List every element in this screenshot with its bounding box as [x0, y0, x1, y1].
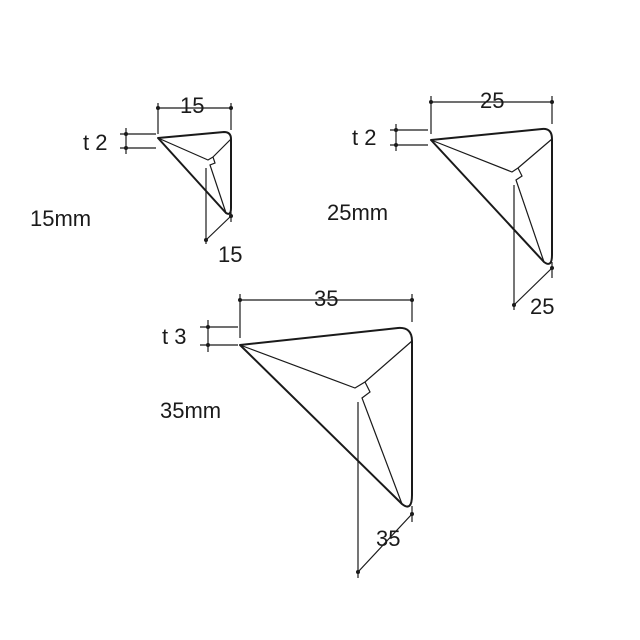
corner-15-size-label: 15mm [30, 206, 91, 231]
corner-35-size-label: 35mm [160, 398, 221, 423]
corner-35-fold [239, 340, 413, 505]
corner-15mm: 15 t 2 15mm 15 [30, 93, 242, 267]
corner-25-body [430, 127, 553, 265]
corner-25-size-label: 25mm [327, 200, 388, 225]
corner-25-width-label: 25 [480, 88, 504, 113]
corner-15-fold [157, 137, 232, 214]
corner-35-width-label: 35 [314, 286, 338, 311]
corner-15-depth-label: 15 [218, 242, 242, 267]
corner-25-fold [430, 138, 553, 263]
corner-35-thickness-dimension [200, 320, 238, 352]
corner-25mm: 25 t 2 25mm 25 [327, 88, 554, 319]
corner-25-thickness-label: t 2 [352, 125, 376, 150]
corner-25-depth-label: 25 [530, 294, 554, 319]
corner-35-depth-label: 35 [376, 526, 400, 551]
corner-35-thickness-label: t 3 [162, 324, 186, 349]
corner-15-width-label: 15 [180, 93, 204, 118]
corner-35-body [239, 326, 413, 508]
corner-15-thickness-dimension [120, 128, 156, 154]
corner-15-thickness-label: t 2 [83, 130, 107, 155]
corner-15-body [157, 131, 232, 215]
corner-35mm: 35 t 3 35mm 35 [160, 286, 414, 578]
